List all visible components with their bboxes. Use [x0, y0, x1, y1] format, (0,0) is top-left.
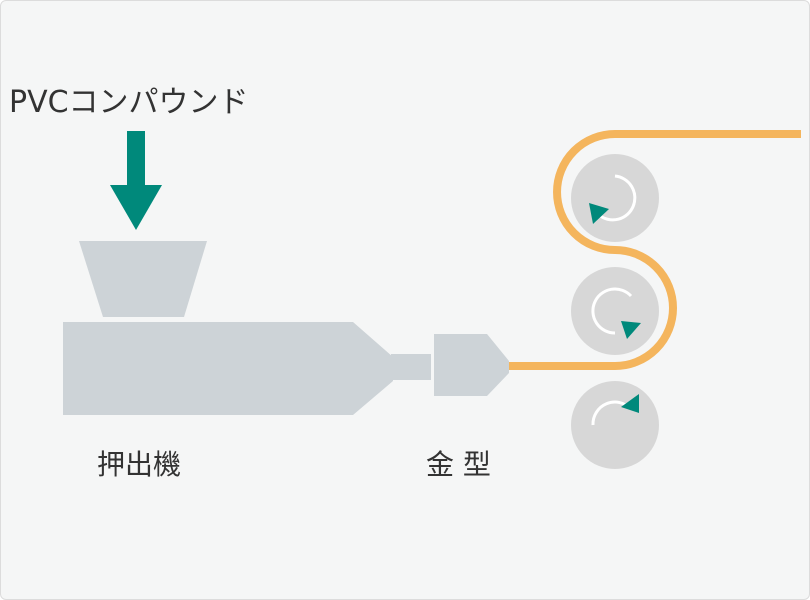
- rotation-arrow-icon: [591, 394, 639, 426]
- die: [434, 334, 509, 396]
- down-arrow-icon: [110, 131, 162, 230]
- rotation-arrow-icon: [589, 174, 637, 224]
- extruder-nozzle: [391, 354, 431, 380]
- film-path: [509, 130, 801, 370]
- roll-middle: [571, 267, 659, 355]
- roll-bottom: [571, 381, 659, 469]
- extruder-body: [63, 322, 393, 415]
- extruder-label: 押出機: [97, 448, 181, 481]
- pvc-compound-label: PVCコンパウンド: [9, 85, 249, 120]
- die-label: 金 型: [426, 448, 491, 481]
- rotation-arrow-icon: [591, 287, 641, 339]
- roll-top: [571, 154, 659, 242]
- hopper: [79, 241, 207, 317]
